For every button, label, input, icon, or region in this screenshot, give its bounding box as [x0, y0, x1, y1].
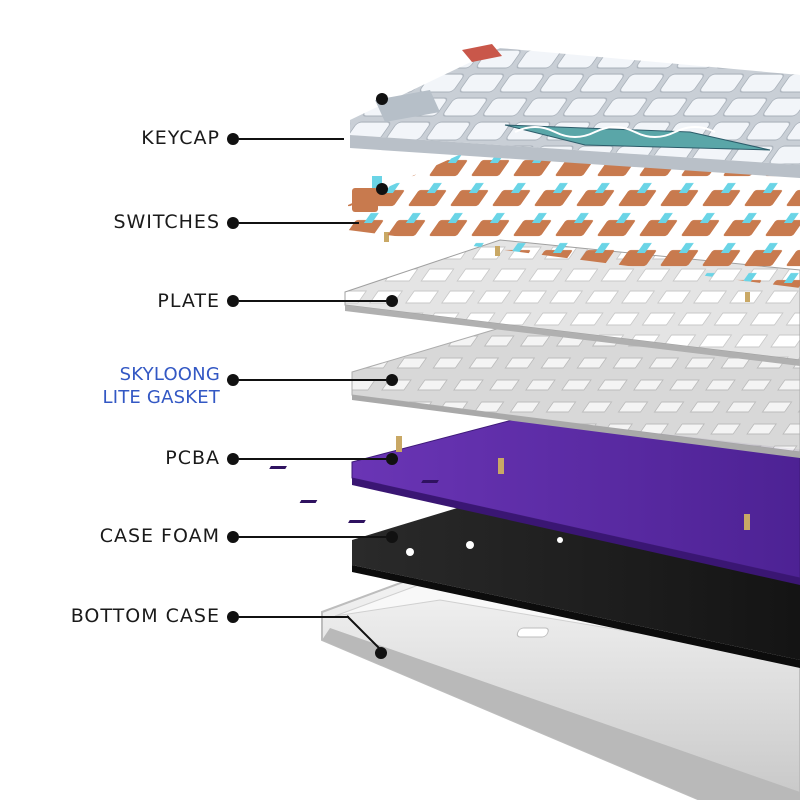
leader-switches: [239, 222, 359, 224]
pcba-layer: [269, 417, 800, 585]
label-gasket-line2: LITE GASKET: [102, 387, 220, 408]
label-plate: PLATE: [157, 290, 220, 312]
label-keycap: KEYCAP: [141, 127, 220, 149]
dot-switches: [227, 217, 239, 229]
dot-keycap-target: [376, 93, 388, 105]
label-bottom-case: BOTTOM CASE: [70, 605, 220, 627]
gasket-layer: [351, 324, 800, 458]
leader-case-foam: [239, 536, 386, 538]
label-gasket-line1: SKYLOONG: [119, 364, 220, 385]
switches-layer: [348, 150, 800, 288]
label-pcba: PCBA: [165, 447, 220, 469]
dot-case-foam: [227, 531, 239, 543]
label-case-foam: CASE FOAM: [99, 525, 220, 547]
dot-pcba: [227, 453, 239, 465]
label-switches: SWITCHES: [113, 211, 220, 233]
leader-gasket: [239, 379, 386, 381]
dot-plate: [227, 295, 239, 307]
leader-bottom-case: [239, 616, 349, 618]
label-gasket: SKYLOONG LITE GASKET: [103, 363, 221, 409]
leader-keycap: [239, 138, 344, 140]
dot-bottom-case-target: [375, 647, 387, 659]
leader-bottom-case-diagonal: [346, 615, 382, 651]
dot-switches-target: [376, 183, 388, 195]
dot-bottom-case: [227, 611, 239, 623]
dot-keycap: [227, 133, 239, 145]
dot-pcba-target: [386, 453, 398, 465]
dot-plate-target: [386, 295, 398, 307]
dot-gasket-target: [386, 374, 398, 386]
keycap-layer: [350, 44, 800, 178]
dot-gasket: [227, 374, 239, 386]
dot-case-foam-target: [386, 531, 398, 543]
leader-plate: [239, 300, 386, 302]
leader-pcba: [239, 458, 386, 460]
